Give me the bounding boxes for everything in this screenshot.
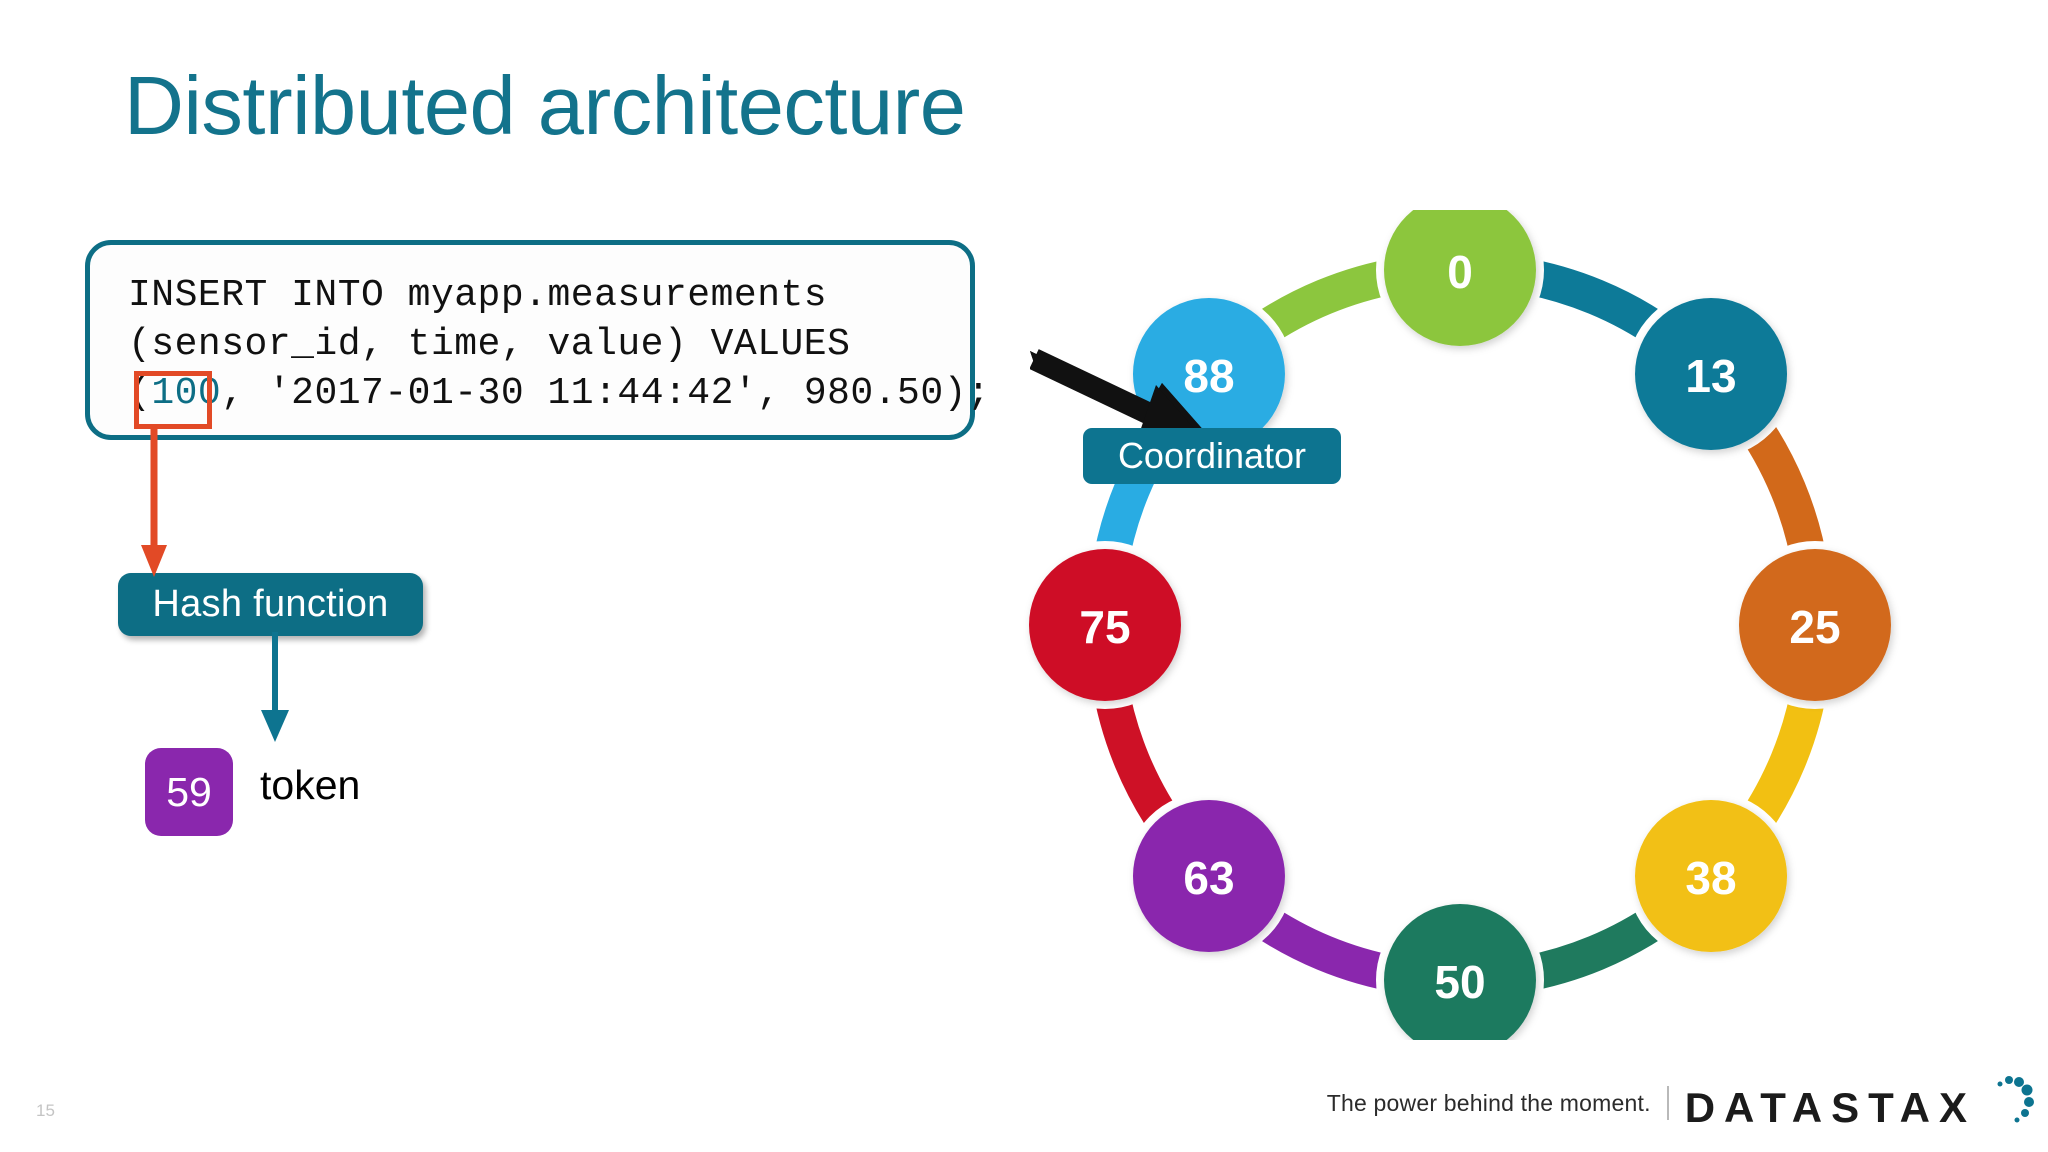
footer-divider — [1666, 1086, 1669, 1120]
ring-node-label: 88 — [1183, 350, 1234, 402]
ring-node-circle[interactable] — [1384, 904, 1536, 1040]
datastax-logo: DATASTAX — [1685, 1074, 2038, 1132]
code-line-2: (sensor_id, time, value) VALUES — [128, 323, 851, 366]
ring-node-label: 75 — [1079, 601, 1130, 653]
ring-node-38[interactable]: 38 — [1627, 792, 1796, 961]
ring-node-63[interactable]: 63 — [1124, 792, 1293, 961]
ring-node-circle[interactable] — [1635, 800, 1788, 953]
code-line-3-suffix: , '2017-01-30 11:44:42', 980.50); — [221, 372, 991, 415]
red-arrow-to-hash — [141, 425, 167, 577]
token-text-label: token — [260, 762, 361, 808]
hash-function-label: Hash function — [152, 583, 389, 625]
page-number: 15 — [36, 1101, 55, 1120]
cql-statement-box: INSERT INTO myapp.measurements (sensor_i… — [85, 240, 990, 440]
hash-function-box: Hash function — [118, 573, 423, 636]
ring-node-label: 25 — [1789, 601, 1840, 653]
ring-node-circle[interactable] — [1739, 549, 1891, 701]
page-title: Distributed architecture — [124, 59, 966, 152]
token-value: 59 — [166, 768, 212, 815]
footer-brand: The power behind the moment. DATASTAX — [1326, 1074, 2038, 1132]
code-line-1: INSERT INTO myapp.measurements — [128, 274, 828, 317]
coordinator-label-text: Coordinator — [1117, 435, 1307, 476]
token-value-chip: 59 — [145, 748, 233, 836]
token-ring-diagram: 0 13 25 38 50 63 75 88 — [1021, 210, 1899, 1040]
coordinator-label: Coordinator — [1083, 428, 1341, 484]
ring-node-circle[interactable] — [1029, 549, 1181, 701]
code-line-3: (100, '2017-01-30 11:44:42', 980.50); — [128, 369, 990, 418]
ring-node-label: 50 — [1434, 956, 1485, 1008]
ring-node-circle[interactable] — [1132, 800, 1285, 953]
ring-node-label: 38 — [1685, 852, 1736, 904]
partition-key-highlight-box — [134, 371, 212, 429]
ring-node-label: 63 — [1183, 852, 1234, 904]
ring-nodes: 0 13 25 38 50 63 75 88 — [1021, 210, 1899, 1040]
ring-node-0[interactable]: 0 — [1376, 210, 1544, 354]
ring-node-circle[interactable] — [1635, 297, 1788, 450]
datastax-wordmark: DATASTAX — [1684, 1084, 1976, 1131]
black-arrow-to-coordinator — [1030, 349, 1206, 437]
ring-node-75[interactable]: 75 — [1021, 541, 1189, 709]
ring-node-circle[interactable] — [1384, 210, 1536, 346]
ring-node-13[interactable]: 13 — [1627, 289, 1796, 458]
ring-node-50[interactable]: 50 — [1376, 896, 1544, 1040]
ring-node-25[interactable]: 25 — [1731, 541, 1899, 709]
datastax-dots-icon — [1997, 1076, 2034, 1123]
code-line-3-prefix: ( — [128, 372, 152, 415]
footer-tagline: The power behind the moment. — [1326, 1089, 1651, 1116]
ring-node-label: 0 — [1447, 246, 1473, 298]
teal-arrow-to-token — [261, 632, 289, 742]
ring-node-label: 13 — [1685, 350, 1736, 402]
